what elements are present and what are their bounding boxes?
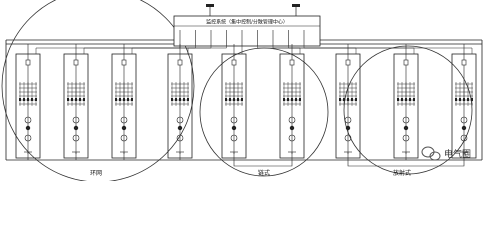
control-box: 监控系统（集中控制/分散管理中心）	[173, 4, 321, 47]
group-label-chain: 链式	[258, 169, 270, 177]
cabinet	[335, 44, 361, 160]
group-label-radial: 放射式	[393, 169, 411, 177]
switch-cabinets	[15, 44, 477, 160]
ring-circle	[1, 0, 195, 181]
cabinet	[111, 44, 137, 160]
cabinet	[451, 44, 477, 160]
cabinet	[221, 44, 247, 160]
wechat-logo-icon	[421, 146, 441, 161]
cabinet	[63, 44, 89, 160]
group-label-ring: 环网	[90, 170, 102, 177]
cabinet	[15, 44, 41, 160]
cabinet	[167, 44, 193, 160]
chain-circle	[199, 47, 329, 177]
control-box-title: 监控系统（集中控制/分散管理中心）	[206, 19, 288, 26]
radial-circle	[343, 45, 473, 175]
cabinet	[393, 44, 419, 160]
watermark-text: 电气圈	[444, 148, 471, 160]
watermark: 电气圈	[421, 146, 471, 161]
power-distribution-diagram: 监控系统（集中控制/分散管理中心） 环网 链式 放射式 电气圈	[1, 0, 483, 181]
cabinet	[279, 44, 305, 160]
